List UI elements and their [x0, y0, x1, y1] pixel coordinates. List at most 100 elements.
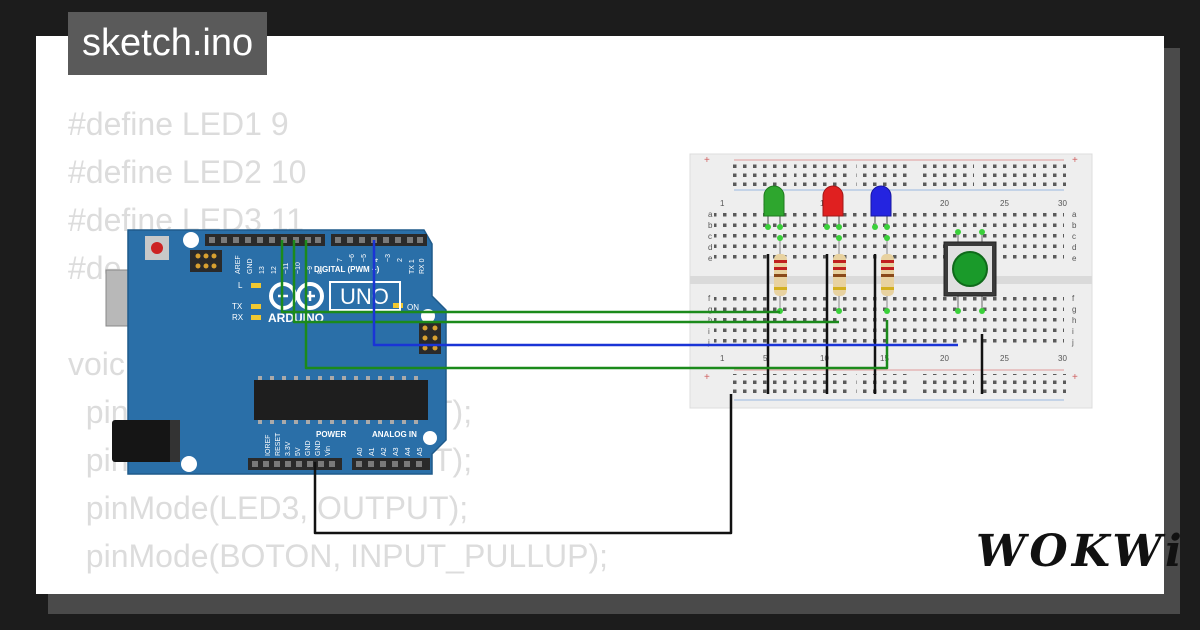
svg-text:j: j: [707, 338, 710, 347]
svg-text:A1: A1: [369, 447, 376, 456]
on-led-label: ON: [407, 303, 419, 312]
svg-text:b: b: [708, 221, 713, 230]
l-led: [251, 283, 261, 288]
svg-text:30: 30: [1058, 199, 1067, 208]
svg-text:A3: A3: [393, 447, 400, 456]
arduino-uno-board[interactable]: AREF GND 13 12 ~11 ~10 ~9 8 7 ~6 ~5 4 ~3…: [105, 229, 447, 475]
svg-text:IOREF: IOREF: [265, 435, 272, 456]
pin-label: ~11: [283, 263, 290, 274]
led-blue[interactable]: [870, 185, 892, 230]
svg-text:h: h: [708, 316, 712, 325]
atmega-chip: [254, 380, 428, 420]
pin-label: TX 1: [409, 259, 416, 274]
led-red[interactable]: [822, 185, 844, 230]
svg-text:15: 15: [880, 354, 889, 363]
pin-label: 13: [259, 266, 266, 274]
row-letters-left: a b c d e f g h i j: [707, 210, 713, 347]
svg-text:30: 30: [1058, 354, 1067, 363]
code-line: #define LED2 10: [68, 154, 307, 190]
svg-text:25: 25: [1000, 199, 1009, 208]
pin-label: ~6: [349, 254, 356, 262]
svg-text:e: e: [708, 254, 713, 263]
svg-text:GND: GND: [305, 440, 312, 456]
pin-label: 4: [373, 258, 380, 262]
wire-pin-10[interactable]: [292, 240, 839, 324]
resistor-2[interactable]: [833, 235, 846, 314]
code-line: pinMode(BOTON, INPUT_PULLUP);: [68, 538, 609, 574]
power-header: [248, 458, 342, 470]
svg-text:e: e: [1072, 254, 1077, 263]
svg-text:c: c: [708, 232, 712, 241]
rail-plus-label: +: [1072, 372, 1078, 383]
svg-text:A0: A0: [357, 447, 364, 456]
svg-text:d: d: [1072, 243, 1076, 252]
resistor-1[interactable]: [774, 235, 787, 314]
rail-plus-label: +: [1072, 155, 1078, 166]
svg-text:Vin: Vin: [325, 446, 332, 456]
svg-text:5: 5: [763, 354, 768, 363]
svg-text:g: g: [708, 305, 712, 314]
svg-text:20: 20: [940, 199, 949, 208]
pin-label: 8: [317, 270, 324, 274]
svg-text:A2: A2: [381, 447, 388, 456]
svg-text:g: g: [1072, 305, 1076, 314]
svg-text:3.3V: 3.3V: [285, 441, 292, 456]
tx-led-label: TX: [232, 302, 243, 311]
row-letters-right: a b c d e f g h i j: [1071, 210, 1077, 347]
svg-text:i: i: [708, 327, 710, 336]
svg-text:25: 25: [1000, 354, 1009, 363]
wire-pin-11[interactable]: [280, 240, 780, 314]
pin-label: GND: [247, 258, 254, 274]
pin-label: RX 0: [419, 258, 426, 274]
button-cap[interactable]: [952, 251, 988, 287]
pin-label: 2: [397, 258, 404, 262]
column-numbers-bottom: 1 5 10 15 20 25 30: [720, 354, 1067, 363]
power-jack: [112, 420, 178, 462]
pin-label: ~5: [361, 254, 368, 262]
rail-plus-label: +: [704, 155, 710, 166]
wires: [280, 240, 984, 535]
svg-text:10: 10: [820, 354, 829, 363]
mount-hole: [423, 431, 437, 445]
wire-pin-button[interactable]: [372, 240, 958, 347]
pin-label: AREF: [235, 255, 242, 274]
power-label: POWER: [316, 430, 346, 439]
svg-text:20: 20: [940, 354, 949, 363]
power-pin-labels: IOREF RESET 3.3V 5V GND GND Vin: [265, 432, 332, 456]
code-line: pinMode(LED3, OUTPUT);: [68, 490, 469, 526]
led-green[interactable]: [763, 185, 785, 230]
svg-text:5V: 5V: [295, 447, 302, 456]
mount-hole: [183, 232, 199, 248]
code-line: voic: [68, 346, 125, 382]
svg-text:b: b: [1072, 221, 1077, 230]
analog-label: ANALOG IN: [372, 430, 417, 439]
pin-label: ~10: [295, 262, 302, 274]
board-model-label: UNO: [340, 284, 389, 309]
svg-text:j: j: [1071, 338, 1074, 347]
digital-header-label: DIGITAL (PWM ~): [314, 265, 380, 274]
svg-text:f: f: [1072, 294, 1075, 303]
code-line-fragment: T);: [433, 442, 473, 478]
svg-text:a: a: [1072, 210, 1077, 219]
svg-text:a: a: [708, 210, 713, 219]
code-line: #define LED1 9: [68, 106, 289, 142]
digital-pin-labels: AREF GND 13 12 ~11 ~10 ~9 8 7 ~6 ~5 4 ~3…: [235, 254, 426, 274]
svg-text:A5: A5: [417, 447, 424, 456]
svg-text:h: h: [1072, 316, 1076, 325]
mount-hole: [181, 456, 197, 472]
svg-text:A4: A4: [405, 447, 412, 456]
wire-gnd[interactable]: [313, 394, 733, 535]
svg-text:1: 1: [720, 199, 725, 208]
svg-text:1: 1: [720, 354, 725, 363]
pin-label: 7: [337, 258, 344, 262]
svg-text:i: i: [1072, 327, 1074, 336]
analog-pin-labels: A0 A1 A2 A3 A4 A5: [357, 447, 424, 456]
pin-label: ~3: [385, 254, 392, 262]
pushbutton[interactable]: [943, 229, 997, 314]
resistor-3[interactable]: [881, 235, 894, 314]
icsp-header-right: [419, 322, 441, 354]
wokwi-logo: WOKWi: [976, 526, 1186, 577]
pin-label: ~9: [307, 266, 314, 274]
pin-label: 12: [271, 266, 278, 274]
